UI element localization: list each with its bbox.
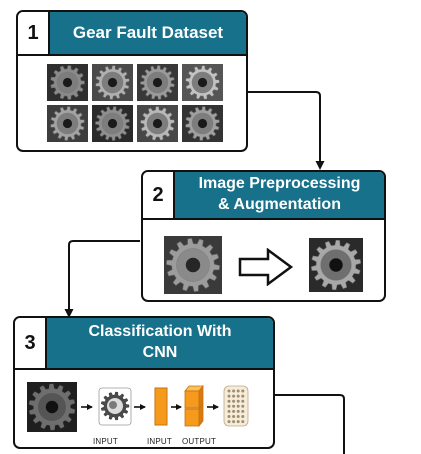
cnn-input-image — [27, 382, 77, 432]
step-2-title: Image Preprocessing & Augmentation — [175, 172, 384, 220]
cnn-pipeline-diagram — [27, 382, 249, 432]
step-3-title-line-1: Classification With — [88, 323, 232, 341]
step-1-card: 1 Gear Fault Dataset — [16, 10, 248, 152]
cnn-label-input-2: INPUT — [147, 437, 172, 446]
cnn-output-grid-icon — [223, 385, 249, 427]
step-2-card: 2 Image Preprocessing & Augmentation — [141, 170, 386, 302]
gear-image-augmented — [309, 238, 363, 292]
cnn-input-layer-gear-icon — [98, 387, 132, 426]
step-1-title: Gear Fault Dataset — [50, 12, 246, 56]
step-2-title-line-2: & Augmentation — [218, 196, 341, 213]
gear-dataset-grid — [47, 64, 223, 142]
arrow-step1-to-step2 — [248, 91, 325, 170]
step-3-title-line-2: CNN — [142, 344, 178, 361]
step-3-title: Classification With CNN — [47, 318, 273, 370]
cnn-label-input-1: INPUT — [93, 437, 118, 446]
step-2-title-line-1: Image Preprocessing — [198, 175, 361, 193]
step-1-number: 1 — [18, 12, 50, 56]
step-3-number: 3 — [15, 318, 47, 370]
cnn-input-layer-block — [154, 387, 168, 426]
step-2-number: 2 — [143, 172, 175, 220]
cnn-label-output: OUTPUT — [182, 437, 217, 446]
gear-image-original — [164, 236, 222, 294]
cnn-output-layer-blocks — [184, 384, 204, 428]
arrow-step3-exit — [275, 394, 345, 454]
arrow-step2-to-step3 — [64, 240, 140, 318]
step-3-card: 3 Classification With CNN INPUT INPUT OU… — [13, 316, 275, 449]
transform-arrow-icon — [238, 248, 294, 286]
